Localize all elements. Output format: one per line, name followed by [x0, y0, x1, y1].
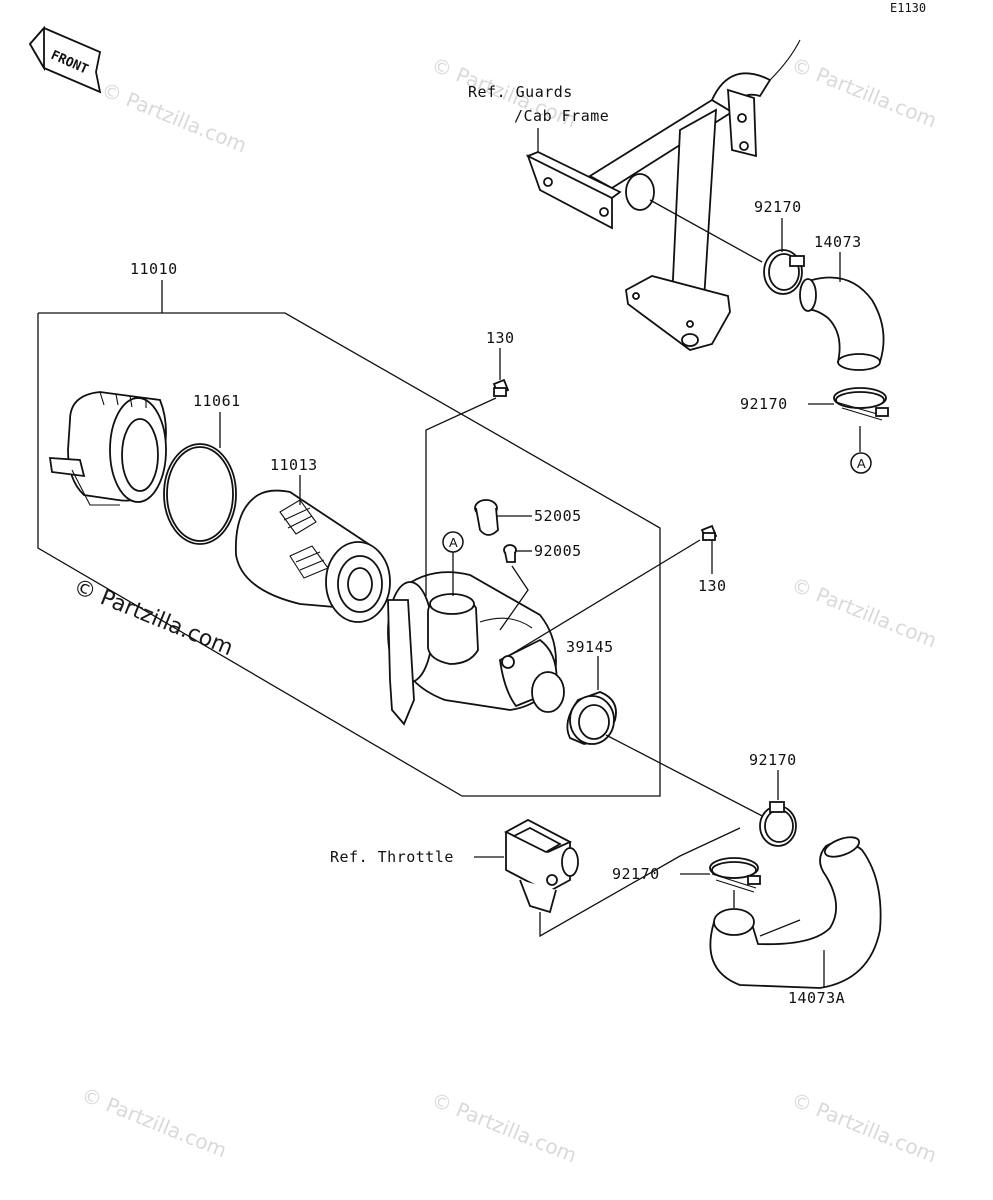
callout-a-right: A	[850, 452, 872, 474]
front-arrow-icon: FRONT	[28, 25, 102, 94]
svg-text:A: A	[449, 535, 458, 550]
part-label-92170-top: 92170	[754, 198, 802, 216]
bolt-130-top	[492, 378, 510, 397]
ref-throttle: Ref. Throttle	[330, 848, 454, 866]
throttle-body	[504, 818, 579, 914]
part-label-14073: 14073	[814, 233, 862, 251]
part-label-92170-mid: 92170	[740, 395, 788, 413]
seal-39145	[566, 691, 617, 745]
cap-52005	[474, 499, 499, 536]
ref-guards-line1: Ref. Guards	[468, 83, 573, 101]
part-label-130-right: 130	[698, 577, 727, 595]
hose-14073	[799, 276, 885, 371]
bolt-130-right	[700, 524, 718, 542]
air-cleaner-housing	[387, 571, 565, 726]
o-ring-11061	[163, 443, 237, 545]
part-label-52005: 52005	[534, 507, 582, 525]
part-label-92170-lower: 92170	[749, 751, 797, 769]
part-label-11010: 11010	[130, 260, 178, 278]
part-label-92005: 92005	[534, 542, 582, 560]
watermark: © Partzilla.com	[98, 77, 250, 157]
ref-guards-line2: /Cab Frame	[514, 107, 609, 125]
inlet-duct	[48, 391, 167, 506]
clamp-92170-top	[763, 249, 805, 295]
group-box-11010	[37, 312, 661, 797]
filter-element-11013	[234, 489, 391, 623]
watermark-main: © Partzilla.com	[70, 574, 237, 661]
cab-frame	[525, 39, 801, 351]
watermark: © Partzilla.com	[788, 572, 940, 652]
hose-14073a	[709, 836, 882, 989]
part-label-92170-bottom: 92170	[612, 865, 660, 883]
clamp-92170-lower	[759, 801, 797, 847]
watermark: © Partzilla.com	[78, 1082, 230, 1162]
clamp-92170-bottom	[709, 857, 761, 893]
part-label-11061: 11061	[193, 392, 241, 410]
watermark: © Partzilla.com	[428, 1087, 580, 1167]
watermark: © Partzilla.com	[788, 52, 940, 132]
watermark: © Partzilla.com	[788, 1087, 940, 1167]
diagram-code: E1130	[890, 1, 926, 15]
svg-text:A: A	[857, 456, 866, 471]
part-label-11013: 11013	[270, 456, 318, 474]
part-label-14073a: 14073A	[788, 989, 845, 1007]
callout-a-housing: A	[442, 531, 464, 553]
plug-92005	[503, 544, 517, 563]
clamp-92170-mid	[833, 387, 889, 421]
part-label-39145: 39145	[566, 638, 614, 656]
part-label-130-top: 130	[486, 329, 515, 347]
